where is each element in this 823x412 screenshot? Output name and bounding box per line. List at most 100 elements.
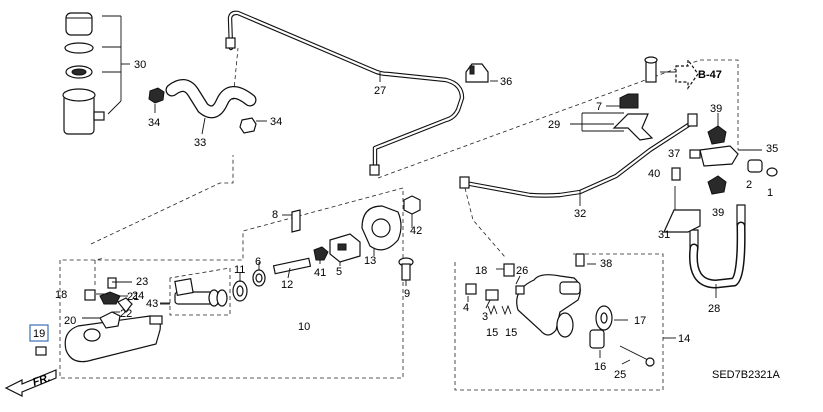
callout-37: 37	[668, 148, 680, 160]
pipe-guide-line	[377, 59, 701, 179]
callout-14: 14	[678, 333, 690, 345]
washer-24	[117, 297, 133, 313]
callout-34-right: 34	[270, 116, 282, 128]
clevis-group	[313, 233, 361, 266]
callout-38: 38	[600, 258, 612, 270]
clip-39-top	[707, 125, 727, 145]
callout-15a: 15	[486, 327, 498, 339]
pipe-27-fitting-top	[225, 37, 236, 49]
master-cylinder-outline	[59, 187, 404, 379]
callout-35: 35	[766, 143, 778, 155]
callout-labels: 1 2 3 4 5 6 7 8 9 10 11 12 13 14 15 15 1…	[31, 59, 780, 389]
reservoir-outlet	[93, 111, 105, 121]
bolt-37	[689, 149, 701, 159]
callout-18-left: 18	[55, 289, 67, 301]
piston-seal	[174, 278, 194, 296]
callout-31: 31	[658, 229, 670, 241]
callout-34-left: 34	[148, 117, 160, 129]
right-brackets	[663, 113, 778, 233]
callout-13: 13	[364, 255, 376, 267]
bracket-35	[699, 145, 739, 167]
callout-29: 29	[548, 119, 560, 131]
callout-23: 23	[136, 276, 148, 288]
clip-36	[465, 63, 498, 83]
pipe-32	[459, 113, 698, 258]
bracket-31	[663, 209, 701, 233]
grommet-2	[747, 159, 763, 173]
callout-19-highlight-box	[29, 324, 49, 342]
push-rod-25	[645, 357, 655, 367]
callout-3: 3	[482, 311, 488, 323]
seals	[232, 262, 266, 302]
clip-21	[99, 291, 121, 305]
callout-8: 8	[272, 209, 278, 221]
reference-arrow	[660, 58, 699, 90]
callout-18-right: 18	[475, 265, 487, 277]
reservoir-guide-line	[90, 155, 234, 245]
callout-10: 10	[298, 321, 310, 333]
diagram-code: SED7B2321A	[712, 369, 781, 381]
pipe-bracket-assembly	[570, 56, 658, 141]
bleeder-3	[485, 289, 499, 301]
bolt-23	[107, 277, 117, 289]
callout-40: 40	[648, 168, 660, 180]
bleeder-18	[503, 263, 515, 277]
callout-28: 28	[708, 303, 720, 315]
pipe-32-fitting-right	[687, 113, 698, 127]
callout-42: 42	[410, 225, 422, 237]
callout-16: 16	[594, 361, 606, 373]
hose-guide-line	[700, 59, 739, 150]
callout-4: 4	[463, 302, 469, 314]
bolt-38	[575, 253, 585, 267]
cap-26	[515, 285, 525, 295]
callout-2: 2	[746, 179, 752, 191]
spring-15a	[487, 304, 498, 316]
pipe-27-fitting-bottom	[369, 164, 380, 176]
callout-41: 41	[314, 267, 326, 279]
slave-boot-end	[556, 312, 574, 338]
callout-21: 21	[127, 291, 139, 303]
reference-label: B-47	[698, 69, 722, 81]
callout-6: 6	[255, 256, 261, 268]
pipe-27	[225, 10, 465, 176]
reservoir-assembly	[62, 12, 130, 135]
master-cylinder-group	[29, 277, 170, 363]
piston-kit	[160, 267, 231, 316]
hose-clamp-left	[148, 87, 165, 104]
nut-41	[313, 246, 329, 261]
callout-33: 33	[194, 137, 206, 149]
callout-39-top: 39	[710, 103, 722, 115]
pin-19	[35, 346, 47, 356]
pipe-32-fitting-left	[459, 176, 470, 189]
bracket-29	[612, 113, 654, 141]
slave-cylinder-group	[465, 253, 676, 367]
callout-25: 25	[614, 369, 626, 381]
hose-clamps	[148, 87, 267, 134]
slave-cylinder-outline	[454, 253, 664, 391]
spring-15b	[501, 304, 512, 316]
callout-36: 36	[500, 76, 512, 88]
callout-11: 11	[234, 264, 245, 276]
gasket-13	[361, 205, 402, 256]
hose-clamp-right	[239, 117, 257, 134]
clip-20	[99, 311, 121, 329]
callout-32: 32	[574, 208, 586, 220]
guide-18	[94, 257, 106, 285]
callout-7: 7	[596, 101, 602, 113]
callout-9: 9	[404, 288, 410, 300]
reservoir-cap	[65, 12, 93, 36]
push-rod	[272, 257, 312, 275]
clip-8	[282, 209, 301, 233]
piston-16	[589, 329, 605, 349]
callout-19: 19	[33, 328, 45, 340]
front-label: FR.	[31, 372, 52, 389]
clutch-hose-28	[688, 204, 746, 298]
callout-12: 12	[281, 279, 293, 291]
reservoir-diaphragm	[64, 42, 94, 54]
callout-27: 27	[374, 85, 386, 97]
reservoir-hose	[165, 79, 257, 135]
bolt-40	[671, 167, 681, 181]
bolt-9	[398, 257, 414, 286]
callout-39-bottom: 39	[712, 207, 724, 219]
